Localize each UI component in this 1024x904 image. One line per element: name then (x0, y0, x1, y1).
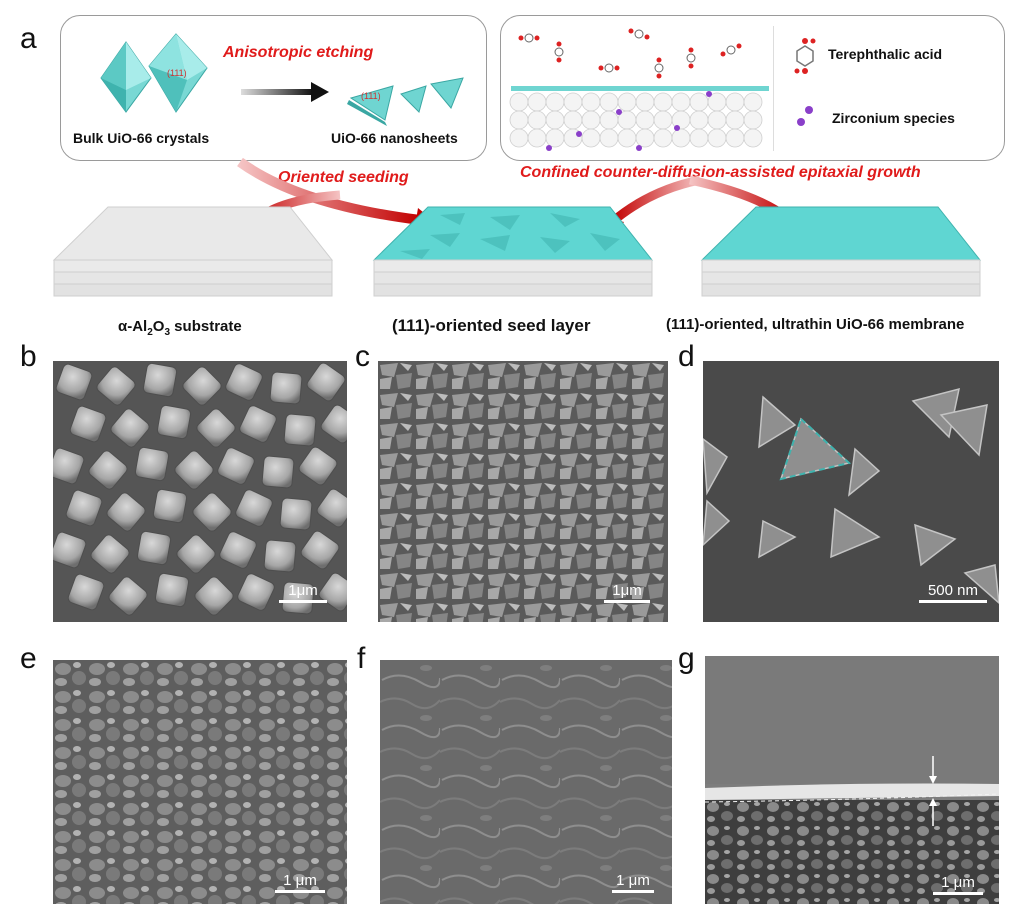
nanosheets-label: UiO-66 nanosheets (331, 130, 458, 146)
oriented-seeding-text: Oriented seeding (278, 169, 409, 186)
epitaxial-growth-text: Confined counter-diffusion-assisted epit… (520, 164, 921, 181)
sem-image-e: 1 μm (53, 660, 347, 904)
membrane-slab (700, 206, 982, 297)
sem-image-d: 500 nm (703, 361, 999, 622)
bulk-crystal-icon (100, 33, 208, 113)
panel-label-e: e (20, 642, 37, 675)
sem-image-f: 1 μm (380, 660, 672, 904)
scale-bar-c: 1μm (604, 582, 650, 603)
membrane-caption: (111)-oriented, ultrathin UiO-66 membran… (666, 316, 965, 333)
panel-label-g: g (678, 642, 695, 675)
panel-label-d: d (678, 340, 695, 373)
scale-bar-f: 1 μm (612, 872, 654, 893)
bulk-crystals-label: Bulk UiO-66 crystals (73, 130, 210, 146)
panel-label-a: a (20, 22, 37, 55)
sem-image-b: 1μm (53, 361, 347, 622)
substrate-slab (52, 206, 334, 297)
legend-terephthalic-text: Terephthalic acid (828, 46, 943, 62)
scale-bar-b: 1μm (279, 582, 327, 603)
scale-bar-d: 500 nm (919, 582, 987, 603)
panel-label-b: b (20, 340, 37, 373)
legend-zirconium-text: Zirconium species (832, 110, 955, 126)
sem-image-g: 1 μm (705, 656, 999, 904)
scale-bar-e: 1 μm (275, 872, 325, 893)
nanosheet-icon (347, 77, 464, 126)
facet-label-sheet: (111) (361, 91, 381, 101)
substrate-caption: α-Al2O3 substrate (118, 318, 242, 338)
etching-box: (111) (111) Anisotropic etching Bulk UiO… (60, 15, 487, 161)
sem-image-c: 1μm (378, 361, 668, 622)
seed-layer-caption: (111)-oriented seed layer (392, 316, 591, 335)
panel-label-f: f (357, 642, 366, 675)
growth-schematic (509, 28, 769, 151)
zirconium-icon (797, 106, 813, 126)
panel-label-c: c (355, 340, 370, 373)
facet-label-bulk: (111) (167, 68, 187, 78)
scale-bar-g: 1 μm (933, 874, 983, 895)
terephthalic-acid-icon (794, 38, 816, 74)
growth-box: Terephthalic acid Zirconium species (500, 15, 1005, 161)
seed-layer-slab (372, 206, 654, 297)
arrow-right-icon (241, 82, 329, 102)
anisotropic-etching-text: Anisotropic etching (223, 44, 374, 61)
